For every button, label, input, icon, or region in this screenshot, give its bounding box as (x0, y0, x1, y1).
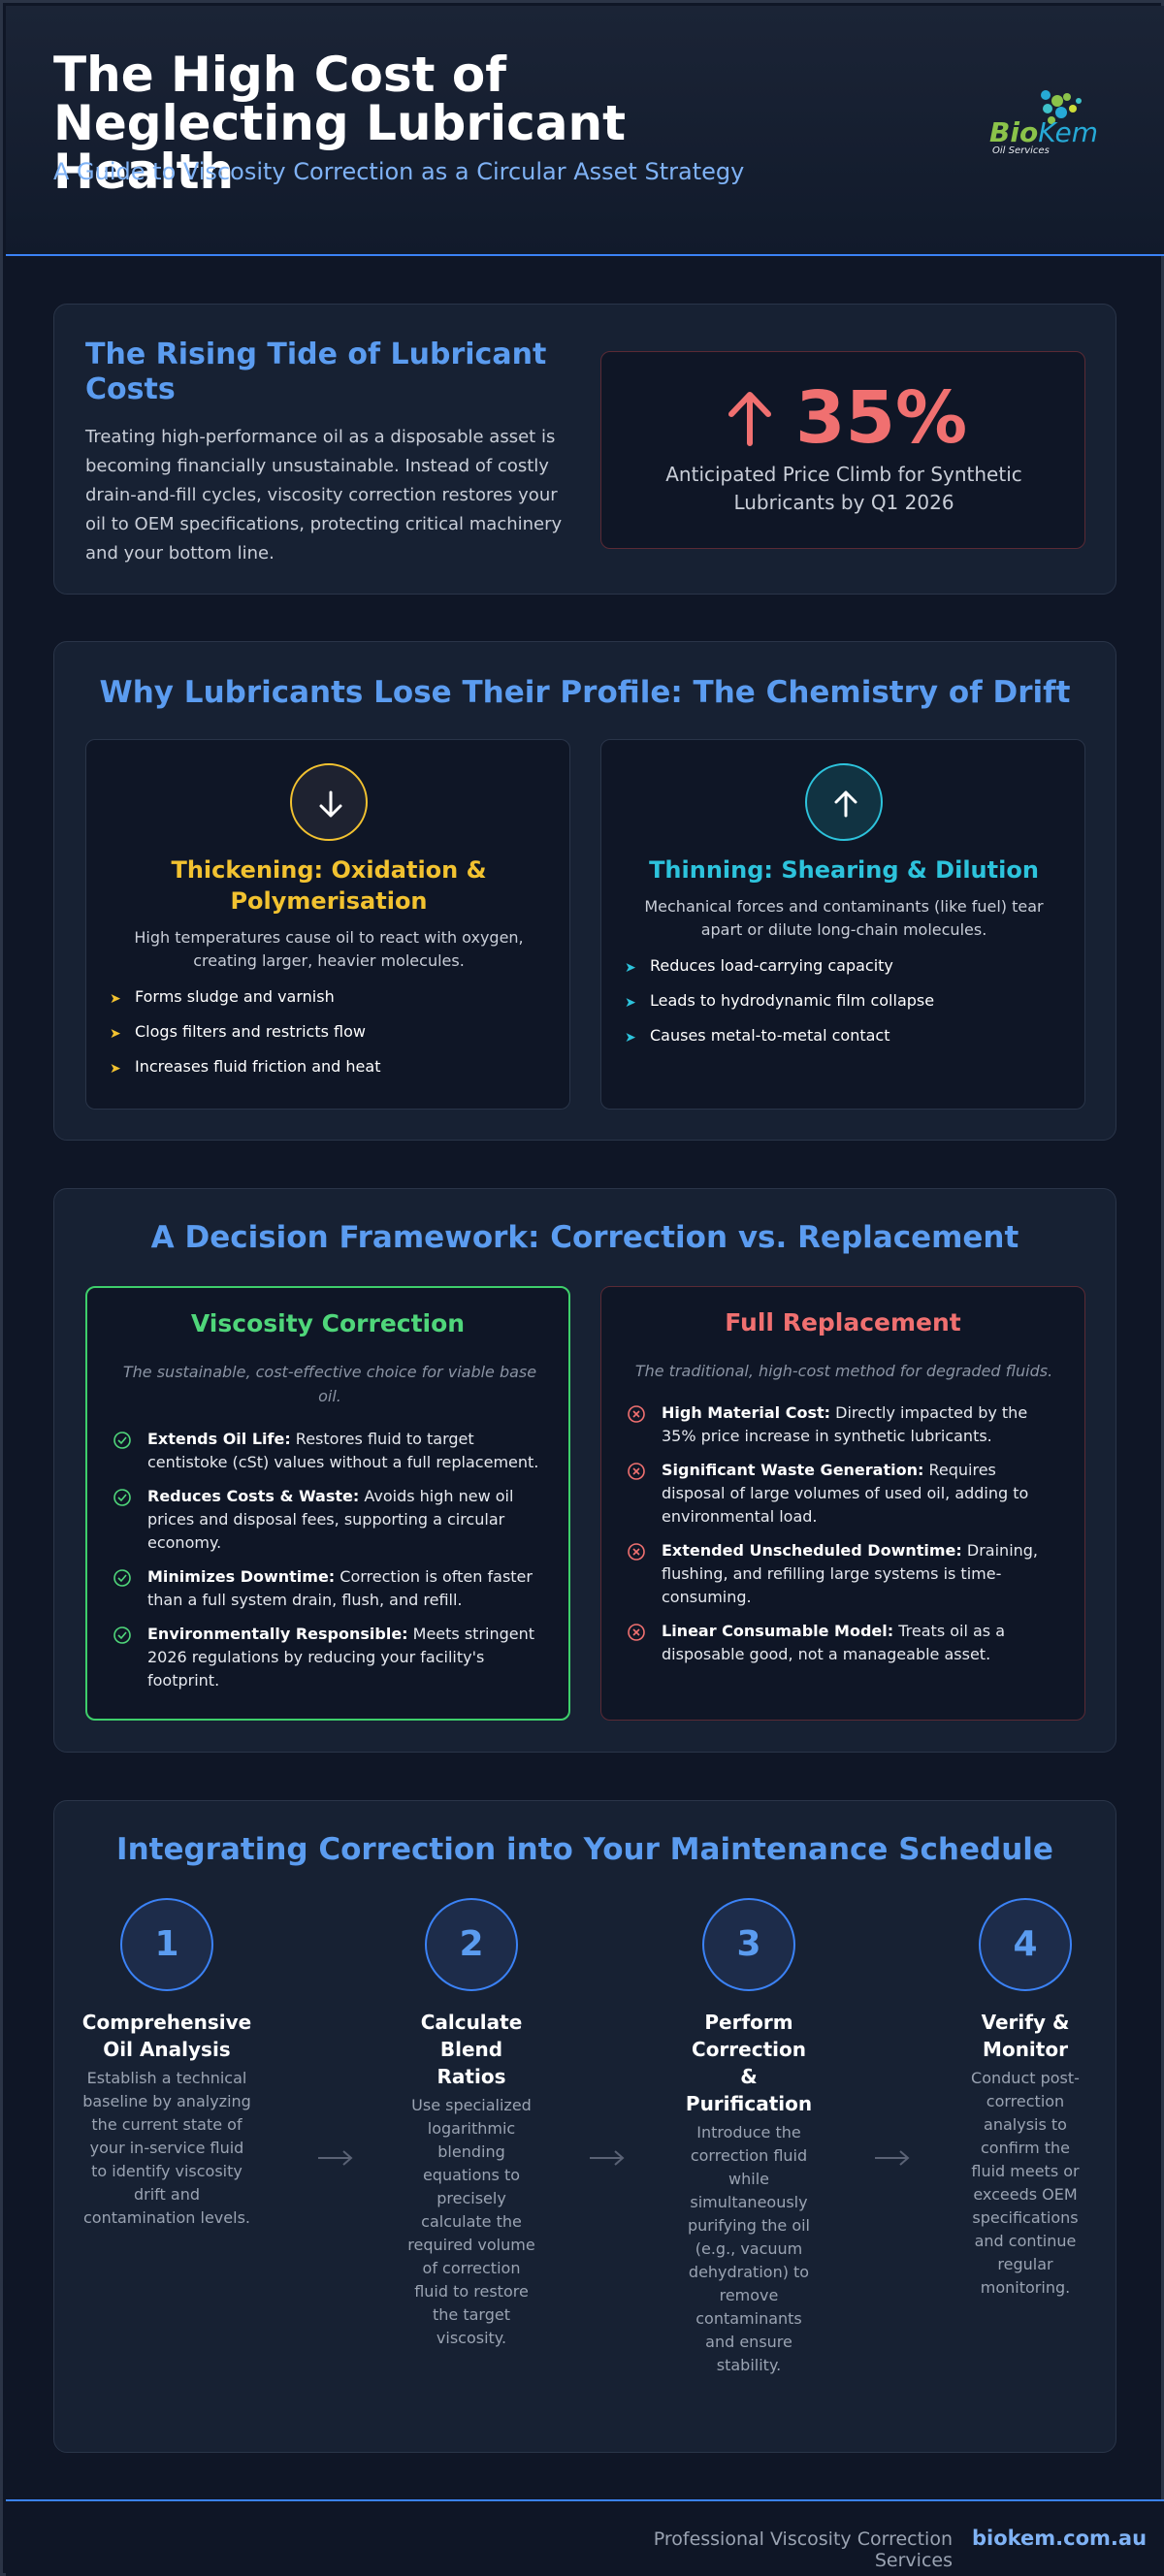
biokem-logo: BioKem Oil Services (989, 87, 1116, 157)
replacement-list: High Material Cost: Directly impacted by… (627, 1401, 1063, 1677)
footer-website-link[interactable]: biokem.com.au (972, 2527, 1148, 2550)
correction-card: Viscosity Correction The sustainable, co… (85, 1286, 570, 1721)
list-item: ➤Leads to hydrodynamic film collapse (625, 990, 1061, 1025)
list-item: ➤Forms sludge and varnish (110, 986, 546, 1021)
logo-droplets-icon (1041, 90, 1082, 124)
x-circle-icon (628, 1624, 645, 1641)
list-item: Extends Oil Life: Restores fluid to targ… (113, 1428, 549, 1474)
arrow-down-icon (290, 763, 368, 841)
step-number: 3 (702, 1898, 795, 1991)
price-stat-value: 35% (795, 376, 968, 460)
list-item: ➤Increases fluid friction and heat (110, 1056, 546, 1091)
step-desc: Establish a technical baseline by analyz… (82, 2069, 251, 2227)
chemistry-title: Why Lubricants Lose Their Profile: The C… (99, 675, 1071, 710)
step-number: 1 (120, 1898, 213, 1991)
step-desc: Introduce the correction fluid while sim… (688, 2123, 810, 2374)
step-number: 2 (425, 1898, 518, 1991)
page-title: The High Cost of Neglecting Lubricant He… (53, 47, 626, 200)
decision-panel: A Decision Framework: Correction vs. Rep… (53, 1188, 1116, 1753)
arrow-right-icon (318, 2150, 353, 2166)
arrow-right-icon (875, 2150, 910, 2166)
footer: Professional Viscosity Correction Servic… (6, 2499, 1164, 2576)
thickening-list: ➤Forms sludge and varnish ➤Clogs filters… (110, 986, 546, 1091)
thinning-card: Thinning: Shearing & Dilution Mechanical… (600, 739, 1085, 1110)
thickening-card: Thickening: Oxidation & Polymerisation H… (85, 739, 570, 1110)
list-item: ➤Causes metal-to-metal contact (625, 1025, 1061, 1060)
chevron-right-icon: ➤ (110, 1026, 121, 1042)
chevron-right-icon: ➤ (110, 991, 121, 1007)
chevron-right-icon: ➤ (625, 995, 636, 1011)
check-circle-icon (113, 1569, 131, 1587)
chemistry-panel: Why Lubricants Lose Their Profile: The C… (53, 641, 1116, 1141)
list-item: High Material Cost: Directly impacted by… (627, 1401, 1063, 1448)
header: The High Cost of Neglecting Lubricant He… (6, 6, 1164, 256)
step-desc: Use specialized logarithmic blending equ… (407, 2096, 535, 2347)
thinning-title: Thinning: Shearing & Dilution (649, 856, 1039, 884)
rising-costs-panel: The Rising Tide of Lubricant Costs Treat… (53, 304, 1116, 595)
arrow-right-icon (590, 2150, 625, 2166)
step-title: Calculate Blend Ratios (420, 2011, 523, 2088)
step-title: Comprehensive Oil Analysis (81, 2011, 252, 2061)
list-item: Environmentally Responsible: Meets strin… (113, 1623, 549, 1692)
list-item: ➤Clogs filters and restricts flow (110, 1021, 546, 1056)
arrow-up-icon (728, 392, 771, 446)
list-item: Reduces Costs & Waste: Avoids high new o… (113, 1485, 549, 1555)
arrow-up-icon (805, 763, 883, 841)
chevron-right-icon: ➤ (625, 1030, 636, 1046)
price-stat-label: Anticipated Price Climb for Synthetic Lu… (665, 463, 1022, 514)
list-item: Significant Waste Generation: Requires d… (627, 1459, 1063, 1529)
step-title: Perform Correction & Purification (685, 2011, 813, 2115)
thickening-desc: High temperatures cause oil to react wit… (134, 928, 524, 970)
logo-wordmark: BioKem (989, 116, 1099, 148)
x-circle-icon (628, 1405, 645, 1423)
thinning-list: ➤Reduces load-carrying capacity ➤Leads t… (625, 955, 1061, 1060)
correction-title: Viscosity Correction (190, 1309, 466, 1337)
check-circle-icon (113, 1626, 131, 1644)
list-item: Extended Unscheduled Downtime: Draining,… (627, 1539, 1063, 1609)
correction-list: Extends Oil Life: Restores fluid to targ… (113, 1428, 549, 1703)
step-title: Verify & Monitor (981, 2011, 1070, 2061)
step-desc: Conduct post-correction analysis to conf… (971, 2069, 1080, 2297)
check-circle-icon (113, 1432, 131, 1449)
list-item: Minimizes Downtime: Correction is often … (113, 1565, 549, 1612)
logo-tagline: Oil Services (992, 145, 1050, 156)
schedule-panel: Integrating Correction into Your Mainten… (53, 1800, 1116, 2453)
thinning-desc: Mechanical forces and contaminants (like… (644, 897, 1044, 939)
list-item: Linear Consumable Model: Treats oil as a… (627, 1620, 1063, 1666)
rising-costs-heading: The Rising Tide of Lubricant Costs (85, 338, 547, 406)
replacement-title: Full Replacement (725, 1308, 961, 1336)
list-item: ➤Reduces load-carrying capacity (625, 955, 1061, 990)
replacement-subtitle: The traditional, high-cost method for de… (634, 1362, 1053, 1380)
chevron-right-icon: ➤ (110, 1061, 121, 1077)
schedule-title: Integrating Correction into Your Mainten… (116, 1832, 1053, 1867)
chevron-right-icon: ➤ (625, 960, 636, 976)
price-stat-card: 35% Anticipated Price Climb for Syntheti… (600, 351, 1085, 549)
footer-text: Professional Viscosity Correction Servic… (653, 2528, 953, 2571)
replacement-card: Full Replacement The traditional, high-c… (600, 1286, 1085, 1721)
check-circle-icon (113, 1489, 131, 1506)
x-circle-icon (628, 1463, 645, 1480)
rising-costs-body: Treating high-performance oil as a dispo… (85, 427, 563, 564)
x-circle-icon (628, 1543, 645, 1561)
step-number: 4 (979, 1898, 1072, 1991)
thickening-title: Thickening: Oxidation & Polymerisation (171, 856, 487, 915)
decision-title: A Decision Framework: Correction vs. Rep… (150, 1220, 1019, 1255)
correction-subtitle: The sustainable, cost-effective choice f… (122, 1363, 537, 1405)
page-subtitle: A Guide to Viscosity Correction as a Cir… (53, 158, 745, 185)
